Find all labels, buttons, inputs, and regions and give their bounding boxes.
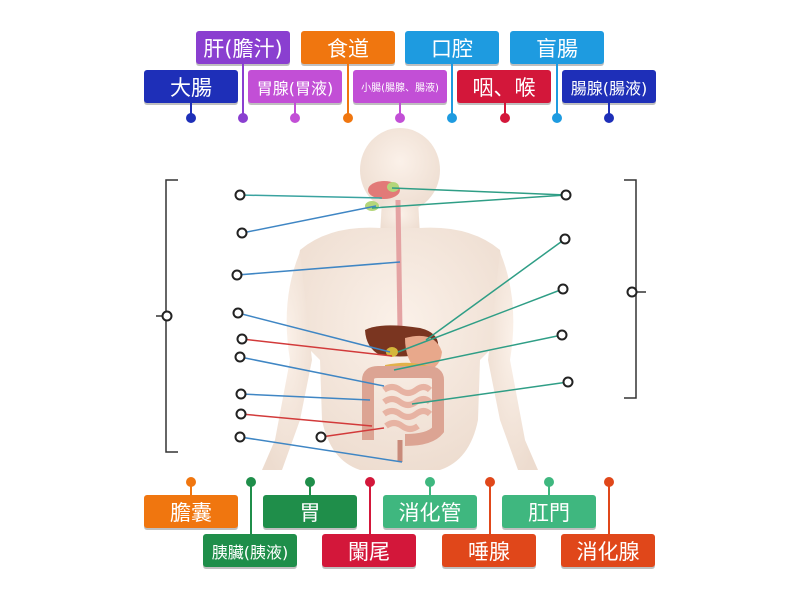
- label-tile-anus[interactable]: 肛門: [502, 495, 596, 528]
- label-tile-small-intestine[interactable]: 小腸(腸腺、腸液): [353, 70, 447, 103]
- drop-hole[interactable]: [556, 329, 568, 341]
- pin-mouth: [447, 113, 457, 123]
- label-tile-esophagus[interactable]: 食道: [301, 31, 395, 64]
- drop-hole[interactable]: [562, 376, 574, 388]
- drop-hole[interactable]: [234, 189, 246, 201]
- label-tile-salivary-gland[interactable]: 唾腺: [442, 534, 536, 567]
- pin-gastric-gland: [290, 113, 300, 123]
- pin-pancreas: [246, 477, 256, 487]
- right-bracket-hole[interactable]: [626, 286, 638, 298]
- label-tile-appendix[interactable]: 闌尾: [322, 534, 416, 567]
- drop-hole[interactable]: [231, 269, 243, 281]
- pin-small-intestine: [395, 113, 405, 123]
- pin-appendix: [365, 477, 375, 487]
- leader-lines-left: [236, 194, 403, 463]
- pin-intestinal-gland: [604, 113, 614, 123]
- label-tile-mouth[interactable]: 口腔: [405, 31, 499, 64]
- pin-anus: [544, 477, 554, 487]
- pin-esophagus: [343, 113, 353, 123]
- drop-hole[interactable]: [236, 227, 248, 239]
- drop-hole[interactable]: [559, 233, 571, 245]
- drop-hole[interactable]: [235, 408, 247, 420]
- pin-liver: [238, 113, 248, 123]
- pin-cecum: [552, 113, 562, 123]
- label-tile-gastric-gland[interactable]: 胃腺(胃液): [248, 70, 342, 103]
- drop-hole[interactable]: [234, 351, 246, 363]
- drop-hole[interactable]: [557, 283, 569, 295]
- leader-lines-right: [371, 187, 569, 405]
- pin-salivary-gland: [485, 477, 495, 487]
- drop-hole[interactable]: [560, 189, 572, 201]
- label-tile-pharynx[interactable]: 咽、喉: [457, 70, 551, 103]
- label-tile-stomach[interactable]: 胃: [263, 495, 357, 528]
- pin-large-intestine: [186, 113, 196, 123]
- drop-hole[interactable]: [234, 431, 246, 443]
- left-bracket-hole[interactable]: [161, 310, 173, 322]
- pin-stomach: [305, 477, 315, 487]
- pin-digestive-gland: [604, 477, 614, 487]
- label-tile-cecum[interactable]: 盲腸: [510, 31, 604, 64]
- body-illustration: [215, 128, 538, 470]
- pin-gallbladder: [186, 477, 196, 487]
- label-tile-gallbladder[interactable]: 膽囊: [144, 495, 238, 528]
- drop-hole[interactable]: [232, 307, 244, 319]
- label-tile-intestinal-gland[interactable]: 腸腺(腸液): [562, 70, 656, 103]
- label-tile-digestive-gland[interactable]: 消化腺: [561, 534, 655, 567]
- label-tile-large-intestine[interactable]: 大腸: [144, 70, 238, 103]
- label-tile-pancreas[interactable]: 胰臟(胰液): [203, 534, 297, 567]
- drop-hole[interactable]: [236, 333, 248, 345]
- drop-hole[interactable]: [235, 388, 247, 400]
- pin-pharynx: [500, 113, 510, 123]
- pin-digestive-tract: [425, 477, 435, 487]
- label-tile-digestive-tract[interactable]: 消化管: [383, 495, 477, 528]
- label-tile-liver[interactable]: 肝(膽汁): [196, 31, 290, 64]
- drop-targets[interactable]: [231, 189, 574, 443]
- drop-hole[interactable]: [315, 431, 327, 443]
